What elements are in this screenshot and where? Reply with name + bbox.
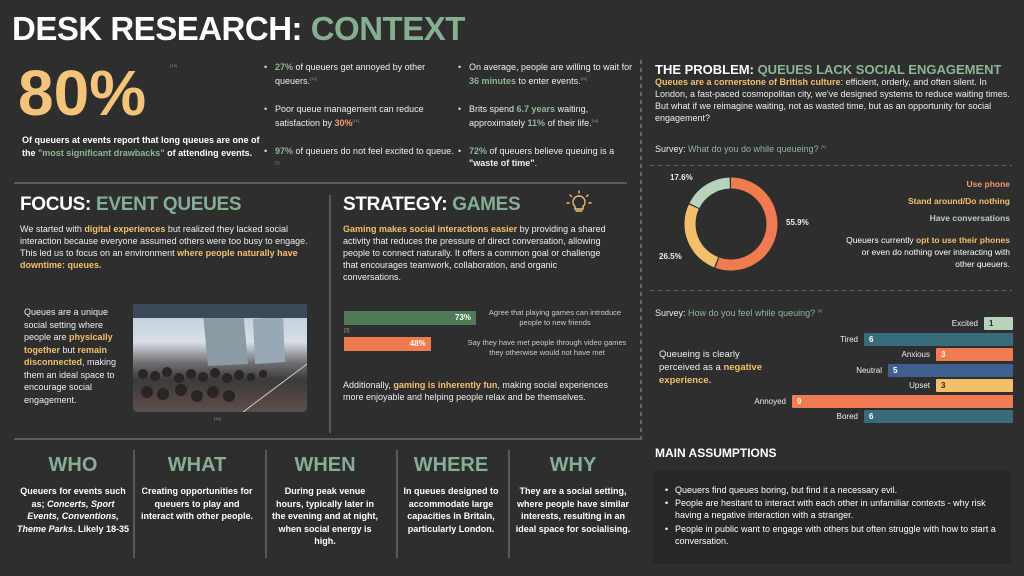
strategy-bar-desc: Agree that playing games can introduce p… [488, 308, 622, 327]
divider-vertical [396, 450, 398, 558]
who-column: WHO Queuers for events such as; Concerts… [16, 454, 130, 534]
focus-title: FOCUS: EVENT QUEUES [20, 194, 242, 215]
lightbulb-icon [566, 190, 592, 212]
feeling-bar-bored: 6 [864, 410, 1013, 423]
strategy-bar: 48% [344, 337, 431, 351]
donut-chart [684, 177, 778, 271]
survey2-note: Queueing is clearly perceived as a negat… [659, 349, 762, 386]
focus-side-text: Queues are a unique social setting where… [24, 307, 117, 405]
donut-label: 17.6% [670, 173, 693, 182]
strategy-text-2: Additionally, gaming is inherently fun, … [343, 380, 608, 402]
assumption-item: People are hesitant to interact with eac… [663, 497, 1001, 521]
assumptions-box: Queuers find queues boring, but find it … [653, 470, 1011, 564]
legend-item: Stand around/Do nothing [908, 196, 1010, 206]
assumptions-title: MAIN ASSUMPTIONS [655, 446, 777, 460]
legend-item: Use phone [966, 179, 1010, 189]
strategy-title: STRATEGY: GAMES [343, 194, 521, 215]
feeling-label: Anxious [901, 350, 930, 359]
feeling-bar-tired: 6 [864, 332, 1013, 346]
divider-vertical [508, 450, 510, 558]
hero-text: Of queuers at events report that long qu… [22, 135, 260, 158]
divider [650, 290, 1012, 291]
legend-item: Have conversations [929, 213, 1010, 223]
fact-item: Poor queue management can reduce satisfa… [264, 103, 454, 129]
focus-text: We started with digital experiences but … [20, 224, 308, 270]
donut-label: 26.5% [659, 252, 682, 261]
problem-title: THE PROBLEM: QUEUES LACK SOCIAL ENGAGEME… [655, 62, 1002, 77]
donut-slice-stand-around-do-nothing [684, 204, 719, 268]
page-title: DESK RESEARCH: CONTEXT [12, 10, 465, 47]
feeling-bar-anxious: 3 [936, 348, 1013, 361]
strategy-text: Gaming makes social interactions easier … [343, 224, 606, 282]
feeling-label: Bored [836, 412, 858, 421]
divider-vertical [133, 450, 135, 558]
hero-stat: 80% [18, 57, 147, 129]
divider [650, 165, 1012, 166]
strategy-bar-desc: Say they have met people through video g… [467, 338, 627, 357]
facts-left: 27% of queuers get annoyed by other queu… [264, 61, 454, 187]
hero-ref: [13] [170, 63, 177, 68]
feeling-label: Tired [840, 334, 858, 344]
divider-vertical [329, 195, 331, 433]
fact-item: 27% of queuers get annoyed by other queu… [264, 61, 454, 87]
fact-item: Brits spend 6.7 years waiting, approxima… [458, 103, 640, 129]
fact-item: 97% of queuers do not feel excited to qu… [264, 145, 454, 171]
facts-right: On average, people are willing to wait f… [458, 61, 640, 185]
donut-slice-use-phone [715, 177, 778, 271]
feeling-label: Neutral [856, 365, 882, 375]
feeling-bar-upset: 3 [936, 379, 1013, 392]
donut-legend: Use phone Stand around/Do nothing Have c… [840, 176, 1010, 227]
strategy-bar: 73% [344, 311, 476, 325]
donut-label: 55.9% [786, 218, 809, 227]
divider [14, 438, 641, 440]
feeling-label: Excited [951, 319, 978, 328]
strategy-ref: [3] [344, 328, 350, 334]
feeling-bar-annoyed: 9 [792, 394, 1013, 408]
divider [14, 182, 627, 184]
feeling-bar-excited: 1 [984, 317, 1013, 330]
strategy-chart: 73% [3] 48% [344, 311, 476, 351]
survey1-note: Queuers currently opt to use their phone… [846, 235, 1010, 269]
assumption-item: Queuers find queues boring, but find it … [663, 484, 1001, 496]
feeling-label: Upset [909, 381, 930, 390]
survey1-label: Survey: What do you do while queueing? [… [655, 144, 826, 154]
feeling-label: Annoyed [754, 396, 786, 406]
survey2-label: Survey: How do you feel while queuing? [… [655, 308, 823, 318]
divider-vertical [265, 450, 267, 558]
divider-vertical [640, 60, 642, 440]
problem-text: Queues are a cornerstone of British cult… [655, 77, 1010, 123]
queue-photo [133, 304, 307, 412]
donut-slice-have-conversations [689, 177, 731, 209]
fact-item: 72% of queuers believe queuing is a "was… [458, 145, 640, 169]
photo-ref: [16] [214, 416, 221, 421]
fact-item: On average, people are willing to wait f… [458, 61, 640, 87]
assumption-item: People in public want to engage with oth… [663, 523, 1001, 547]
feeling-bar-neutral: 5 [888, 363, 1013, 377]
